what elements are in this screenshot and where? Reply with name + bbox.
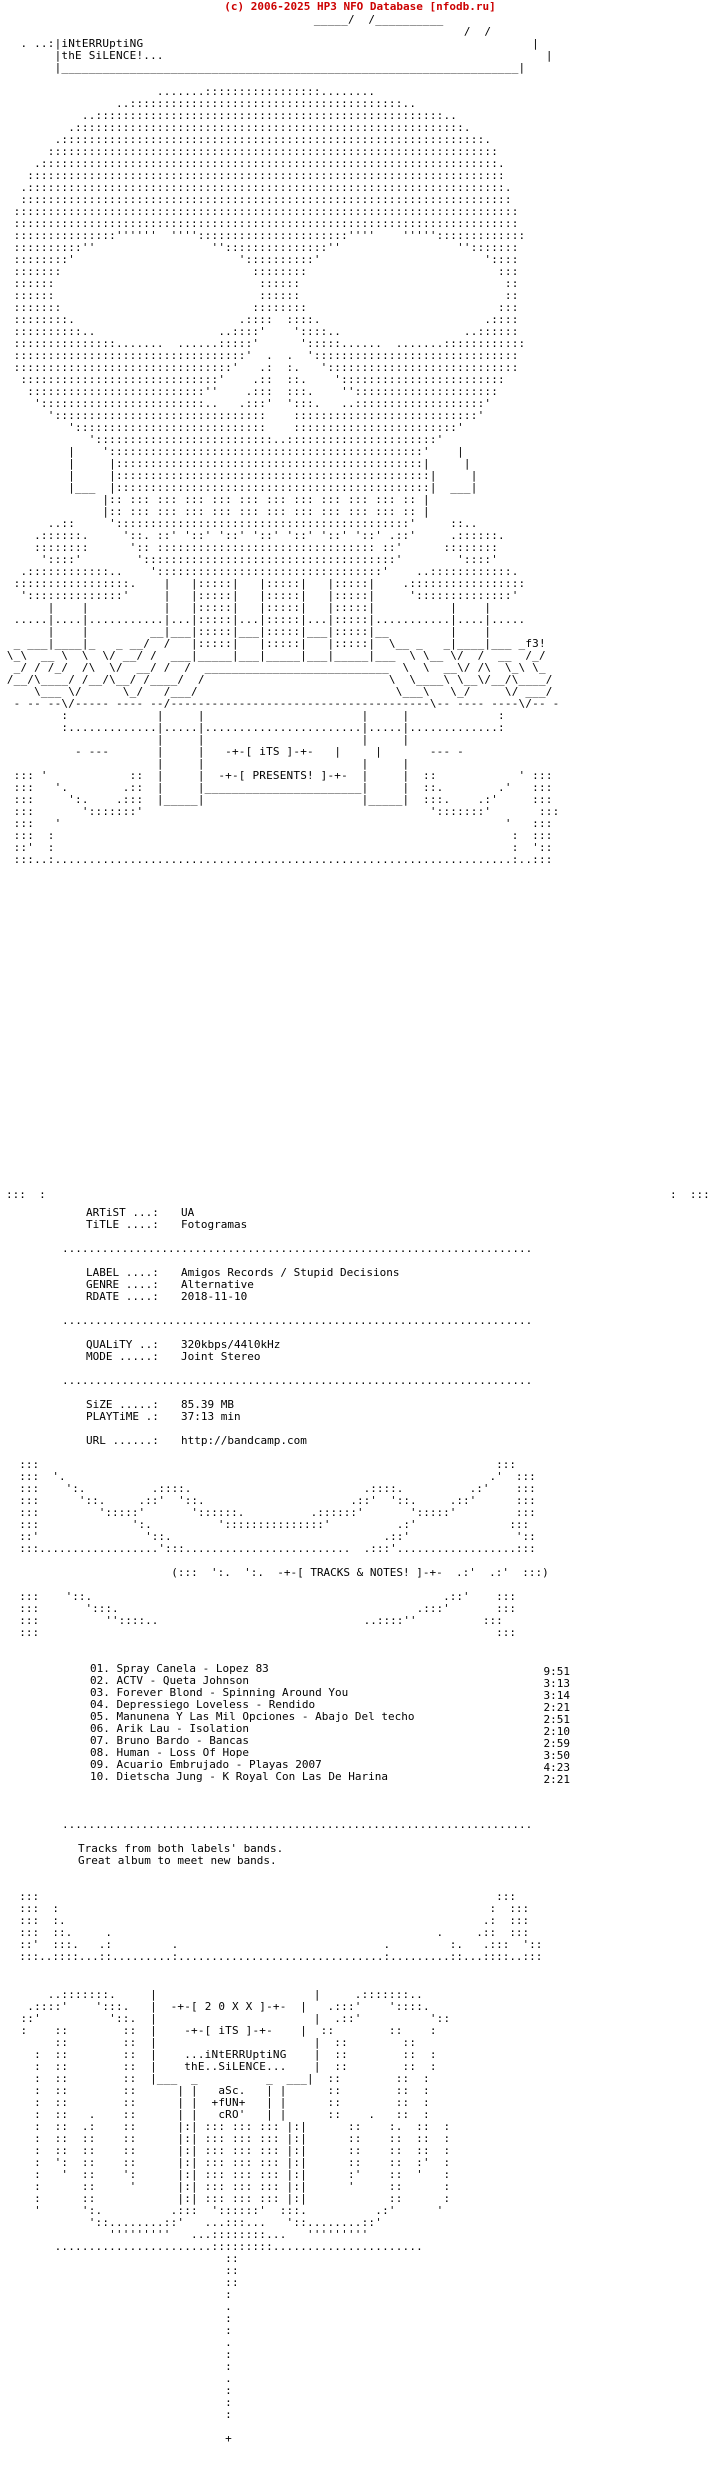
field-label: GENRE ....: xyxy=(86,1278,159,1291)
field-label: URL ......: xyxy=(86,1434,159,1447)
field-quality: QUALiTY ..: 320kbps/44l0kHz xyxy=(86,1339,280,1351)
field-label: PLAYTiME .: xyxy=(86,1410,159,1423)
ornament-ascii-3: ::: ::: ::: : : ::: ::: :. xyxy=(19,1891,543,1963)
credit-2: +fUN+ xyxy=(211,2096,246,2109)
field-title: TiTLE ....: Fotogramas xyxy=(86,1219,247,1231)
page-header: (c) 2006-2025 HP3 NFO Database [nfodb.ru… xyxy=(224,0,496,13)
presents-banner: -+-[ PRESENTS! ]-+- xyxy=(218,769,348,782)
divider: ........................................… xyxy=(62,1819,533,1831)
group-name-line2: thE SiLENCE!... xyxy=(61,49,164,62)
skull-ascii-art: _____/ /__________ / / . ..:|iNtERRUptiN… xyxy=(6,14,560,866)
field-label: RDATE ....: xyxy=(86,1290,159,1303)
field-value: Alternative xyxy=(181,1278,254,1291)
divider: ........................................… xyxy=(62,1315,533,1327)
field-label: TiTLE ....: xyxy=(86,1218,159,1231)
field-rdate: RDATE ....: 2018-11-10 xyxy=(86,1291,247,1303)
field-label: LABEL ....: xyxy=(86,1266,159,1279)
tracks-heading: (::: ':. ':. -+-[ TRACKS & NOTES! ]-+- .… xyxy=(171,1566,549,1579)
field-value: 37:13 min xyxy=(181,1410,241,1423)
field-value: Fotogramas xyxy=(181,1218,248,1231)
ornament-ascii-2: ::: '::. .::' ::: ::: ':::. .:::' ::: ::… xyxy=(19,1591,516,1639)
field-label: MODE .....: xyxy=(86,1350,159,1363)
group-name-line1: iNtERRUptiNG xyxy=(61,37,144,50)
field-label: QUALiTY ..: xyxy=(86,1338,159,1351)
credit-1: aSc. xyxy=(218,2084,246,2097)
field-label-company: LABEL ....: Amigos Records / Stupid Decis… xyxy=(86,1267,400,1279)
field-url: URL ......: http://bandcamp.com xyxy=(86,1435,307,1447)
field-playtime: PLAYTiME .: 37:13 min xyxy=(86,1411,241,1423)
its-banner: -+-[ iTS ]-+- xyxy=(225,745,314,758)
footer-ascii-art: ..:::::::. | | .:::::::.. .::::' ':::. |… xyxy=(20,1989,451,2445)
divider: ........................................… xyxy=(62,1243,533,1255)
field-value: Amigos Records / Stupid Decisions xyxy=(181,1266,400,1279)
field-value: UA xyxy=(181,1206,195,1219)
notes-line: Tracks from both labels' bands. xyxy=(78,1842,284,1855)
divider: ........................................… xyxy=(62,1375,533,1387)
field-value: 320kbps/44l0kHz xyxy=(181,1338,281,1351)
field-value: http://bandcamp.com xyxy=(181,1434,307,1447)
credit-3: cRO' xyxy=(218,2108,246,2121)
track-row: 05. Manunena Y Las Mil Opciones - Abajo … xyxy=(90,1711,570,1726)
field-genre: GENRE ....: Alternative xyxy=(86,1279,254,1291)
field-label: SiZE .....: xyxy=(86,1398,159,1411)
field-artist: ARTiST ...: UA xyxy=(86,1207,194,1219)
track-row: 10. Dietscha Jung - K Royal Con Las De H… xyxy=(90,1771,570,1786)
notes-line: Great album to meet new bands. xyxy=(78,1854,277,1867)
footer-group-2: thE..SiLENCE... xyxy=(184,2060,287,2073)
field-label: ARTiST ...: xyxy=(86,1206,159,1219)
nfo-document: _____/ /__________ / / . ..:|iNtERRUptiN… xyxy=(0,14,720,2484)
field-mode: MODE .....: Joint Stereo xyxy=(86,1351,260,1363)
release-info-panel: ::: : : ::: ARTiST ...:UA TiTLE ....:Fot… xyxy=(0,1189,720,1989)
footer-group-1: ...iNtERRUptiNG xyxy=(184,2048,287,2061)
footer-year: -+-[ 2 0 X X ]-+- xyxy=(170,2000,287,2013)
footer-its: -+-[ iTS ]-+- xyxy=(184,2024,273,2037)
field-value: 85.39 MB xyxy=(181,1398,234,1411)
ornament-ascii: ::: ::: ::: '. .' ::: ::: ':. .::::. xyxy=(19,1459,536,1555)
field-value: 2018-11-10 xyxy=(181,1290,248,1303)
field-value: Joint Stereo xyxy=(181,1350,261,1363)
field-size: SiZE .....: 85.39 MB xyxy=(86,1399,234,1411)
